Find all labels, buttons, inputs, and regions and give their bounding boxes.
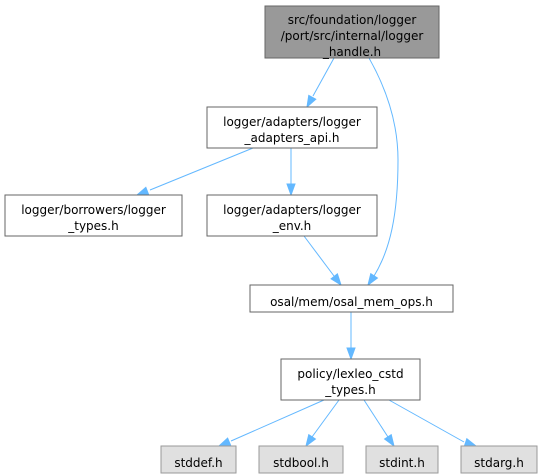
edge-line bbox=[303, 235, 335, 277]
edge-line bbox=[149, 147, 254, 191]
node-label-line: logger/adapters/logger bbox=[223, 203, 361, 217]
node-box[interactable] bbox=[249, 284, 454, 313]
nodes-layer: src/foundation/logger/port/src/internal/… bbox=[4, 5, 538, 474]
arrowhead bbox=[217, 437, 232, 447]
node-label-line: _env.h bbox=[272, 219, 312, 233]
node-box[interactable] bbox=[365, 445, 439, 474]
arrowhead bbox=[383, 433, 395, 448]
node-cstd-types[interactable]: policy/lexleo_cstd _types.h bbox=[280, 358, 421, 401]
node-stdbool[interactable]: stdbool.h bbox=[258, 445, 344, 474]
node-label-line: osal/mem/osal_mem_ops.h bbox=[270, 295, 433, 309]
node-box[interactable] bbox=[206, 194, 378, 237]
node-label-line: logger/adapters/logger bbox=[223, 115, 361, 129]
edge-line bbox=[311, 399, 340, 438]
node-box[interactable] bbox=[460, 445, 538, 474]
node-label-line: policy/lexleo_cstd bbox=[297, 367, 403, 381]
edge-cstd_types-to-stdarg bbox=[388, 399, 478, 447]
node-label-line: _handle.h bbox=[322, 45, 381, 59]
node-stdarg[interactable]: stdarg.h bbox=[460, 445, 538, 474]
node-label-line: logger/borrowers/logger bbox=[21, 203, 166, 217]
edge-line bbox=[312, 57, 335, 97]
edge-line bbox=[363, 399, 389, 438]
node-adapters-api[interactable]: logger/adapters/logger _adapters_api.h bbox=[206, 106, 378, 149]
edge-handle-to-mem_ops bbox=[367, 57, 399, 287]
arrowhead bbox=[286, 183, 296, 197]
arrowhead bbox=[367, 272, 379, 287]
edge-handle-to-adapters_api bbox=[306, 57, 335, 109]
node-label-line: src/foundation/logger bbox=[288, 13, 417, 27]
node-handle[interactable]: src/foundation/logger/port/src/internal/… bbox=[264, 5, 440, 59]
node-label-line: _types.h bbox=[67, 219, 118, 233]
edge-mem_ops-to-cstd_types bbox=[346, 312, 356, 361]
arrowhead bbox=[330, 273, 342, 287]
arrowhead bbox=[135, 186, 150, 196]
node-stdint[interactable]: stdint.h bbox=[365, 445, 439, 474]
node-box[interactable] bbox=[206, 106, 378, 149]
node-label-line: stdint.h bbox=[379, 456, 425, 470]
node-label-line: _types.h bbox=[324, 383, 375, 397]
node-label-line: stdbool.h bbox=[273, 456, 329, 470]
arrowhead bbox=[306, 94, 317, 109]
arrowhead bbox=[346, 347, 356, 361]
node-label-line: stdarg.h bbox=[474, 456, 524, 470]
edge-line bbox=[230, 399, 325, 442]
edge-line bbox=[368, 57, 399, 277]
node-label-line: stddef.h bbox=[174, 456, 222, 470]
node-box[interactable] bbox=[264, 5, 440, 59]
arrowhead bbox=[463, 437, 478, 447]
node-borrowers-types[interactable]: logger/borrowers/logger _types.h bbox=[4, 194, 183, 237]
node-mem-ops[interactable]: osal/mem/osal_mem_ops.h bbox=[249, 284, 454, 313]
node-adapters-env[interactable]: logger/adapters/logger _env.h bbox=[206, 194, 378, 237]
node-box[interactable] bbox=[4, 194, 183, 237]
node-box[interactable] bbox=[258, 445, 344, 474]
edge-line bbox=[388, 399, 465, 443]
edge-adapters_api-to-borrowers_types bbox=[135, 147, 254, 196]
node-label-line: _adapters_api.h bbox=[244, 131, 340, 145]
node-stddef[interactable]: stddef.h bbox=[160, 445, 237, 474]
node-box[interactable] bbox=[280, 358, 421, 401]
node-box[interactable] bbox=[160, 445, 237, 474]
arrowhead bbox=[305, 433, 317, 448]
edges-layer bbox=[135, 57, 478, 448]
edge-cstd_types-to-stdint bbox=[363, 399, 395, 448]
edge-adapters_api-to-adapters_env bbox=[286, 148, 296, 197]
node-label-line: /port/src/internal/logger bbox=[281, 29, 424, 43]
edge-cstd_types-to-stdbool bbox=[305, 399, 340, 448]
edge-adapters_env-to-mem_ops bbox=[303, 235, 342, 287]
